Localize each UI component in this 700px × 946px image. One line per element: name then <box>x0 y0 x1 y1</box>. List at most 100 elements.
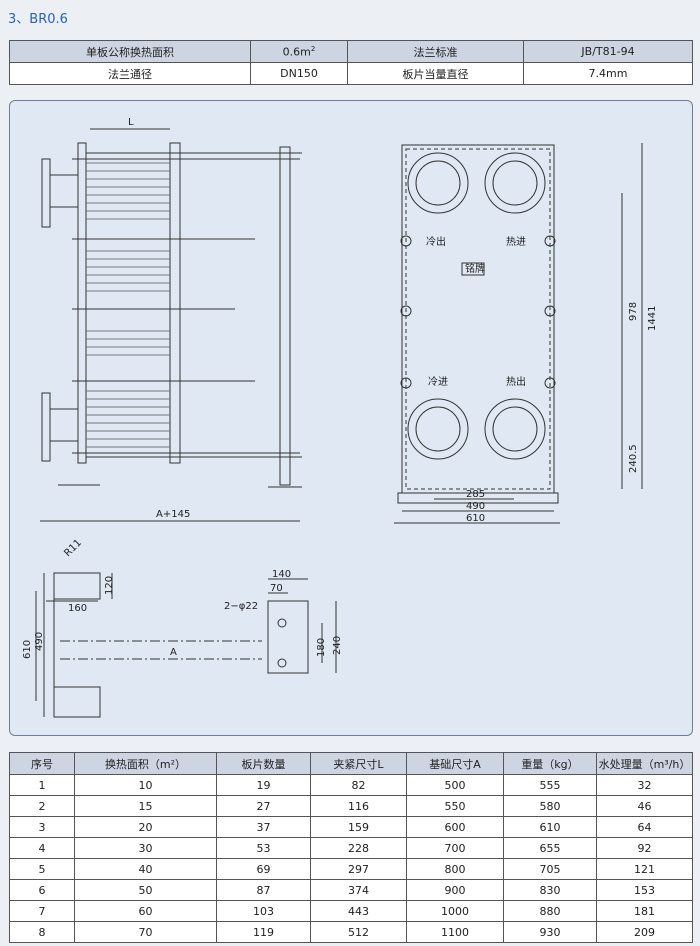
table-cell: 500 <box>406 774 504 796</box>
dim-70: 70 <box>270 583 283 594</box>
table-cell: 930 <box>503 921 597 943</box>
table-cell: 70 <box>74 921 217 943</box>
model-data-table: 序号 换热面积（m²） 板片数量 夹紧尺寸L 基础尺寸A 重量（kg） 水处理量… <box>9 752 693 943</box>
col-header: 夹紧尺寸L <box>310 752 407 775</box>
table-cell: 46 <box>596 795 693 817</box>
spec-label: 法兰标准 <box>347 40 524 63</box>
table-cell: 159 <box>310 816 407 838</box>
bracket-view <box>267 578 337 674</box>
dim-240: 240 <box>332 636 343 655</box>
table-cell: 555 <box>503 774 597 796</box>
col-header: 重量（kg） <box>503 752 597 775</box>
spec-label: 板片当量直径 <box>347 62 524 85</box>
table-cell: 19 <box>216 774 311 796</box>
side-view <box>40 128 302 522</box>
table-cell: 228 <box>310 837 407 859</box>
table-cell: 6 <box>9 879 75 901</box>
label-hot-out: 热出 <box>506 375 526 388</box>
dim-hole: 2−φ22 <box>224 601 258 612</box>
table-cell: 53 <box>216 837 311 859</box>
label-nameplate: 铭牌 <box>465 262 485 275</box>
table-cell: 830 <box>503 879 597 901</box>
table-row: 3 20 37 159 600 610 64 <box>9 816 693 838</box>
table-cell: 121 <box>596 858 693 880</box>
front-view <box>394 143 643 524</box>
table-cell: 5 <box>9 858 75 880</box>
dim-978: 978 <box>628 302 639 321</box>
table-cell: 600 <box>406 816 504 838</box>
section-title: 3、BR0.6 <box>8 12 68 27</box>
table-cell: 20 <box>74 816 217 838</box>
col-header: 水处理量（m³/h） <box>596 752 693 775</box>
drawing-panel: L A+145 冷出 热进 铭牌 冷进 热出 1441 <box>9 100 693 736</box>
table-cell: 103 <box>216 900 311 922</box>
table-cell: 2 <box>9 795 75 817</box>
dim-610-base: 610 <box>22 640 33 659</box>
table-cell: 1 <box>9 774 75 796</box>
dim-490: 490 <box>466 501 485 512</box>
table-cell: 580 <box>503 795 597 817</box>
table-cell: 27 <box>216 795 311 817</box>
table-cell: 60 <box>74 900 217 922</box>
table-cell: 92 <box>596 837 693 859</box>
table-cell: 655 <box>503 837 597 859</box>
table-cell: 800 <box>406 858 504 880</box>
table-cell: 10 <box>74 774 217 796</box>
table-cell: 181 <box>596 900 693 922</box>
dim-R11: R11 <box>62 537 84 559</box>
table-cell: 705 <box>503 858 597 880</box>
table-cell: 1000 <box>406 900 504 922</box>
spec-value: 7.4mm <box>523 62 693 85</box>
table-cell: 610 <box>503 816 597 838</box>
table-cell: 900 <box>406 879 504 901</box>
table-cell: 7 <box>9 900 75 922</box>
table-cell: 700 <box>406 837 504 859</box>
technical-drawing: L A+145 冷出 热进 铭牌 冷进 热出 1441 <box>22 117 658 718</box>
table-cell: 1100 <box>406 921 504 943</box>
dim-610: 610 <box>466 513 485 524</box>
table-row: 7 60 103 443 1000 880 181 <box>9 900 693 922</box>
table-row: 1 10 19 82 500 555 32 <box>9 774 693 796</box>
table-row: 4 30 53 228 700 655 92 <box>9 837 693 859</box>
label-cold-out: 冷出 <box>426 235 446 248</box>
table-cell: 550 <box>406 795 504 817</box>
dim-A: A <box>170 647 177 658</box>
table-cell: 512 <box>310 921 407 943</box>
table-cell: 40 <box>74 858 217 880</box>
dim-1441: 1441 <box>647 306 658 331</box>
foundation-view <box>35 572 262 718</box>
col-header: 基础尺寸A <box>406 752 504 775</box>
table-row: 5 40 69 297 800 705 121 <box>9 858 693 880</box>
table-cell: 4 <box>9 837 75 859</box>
col-header: 序号 <box>9 752 75 775</box>
dim-490-base: 490 <box>34 632 45 651</box>
table-cell: 209 <box>596 921 693 943</box>
table-cell: 32 <box>596 774 693 796</box>
table-cell: 37 <box>216 816 311 838</box>
dim-140: 140 <box>272 569 291 580</box>
table-row: 8 70 119 512 1100 930 209 <box>9 921 693 943</box>
table-cell: 374 <box>310 879 407 901</box>
table-cell: 3 <box>9 816 75 838</box>
table-row: 2 15 27 116 550 580 46 <box>9 795 693 817</box>
table-cell: 297 <box>310 858 407 880</box>
spec-value: 0.6m2 <box>250 40 348 63</box>
dim-285: 285 <box>466 489 485 500</box>
table-cell: 8 <box>9 921 75 943</box>
spec-label: 单板公称换热面积 <box>9 40 251 63</box>
table-cell: 15 <box>74 795 217 817</box>
table-cell: 50 <box>74 879 217 901</box>
dim-180: 180 <box>316 638 327 657</box>
table-cell: 880 <box>503 900 597 922</box>
table-cell: 119 <box>216 921 311 943</box>
table-cell: 30 <box>74 837 217 859</box>
col-header: 板片数量 <box>216 752 311 775</box>
spec-value: DN150 <box>250 62 348 85</box>
dim-240-5: 240.5 <box>628 444 639 473</box>
table-cell: 69 <box>216 858 311 880</box>
spec-table: 单板公称换热面积 0.6m2 法兰标准 JB/T81-94 法兰通径 DN150… <box>9 40 693 85</box>
table-cell: 153 <box>596 879 693 901</box>
table-cell: 87 <box>216 879 311 901</box>
spec-value: JB/T81-94 <box>523 40 693 63</box>
spec-label: 法兰通径 <box>9 62 251 85</box>
